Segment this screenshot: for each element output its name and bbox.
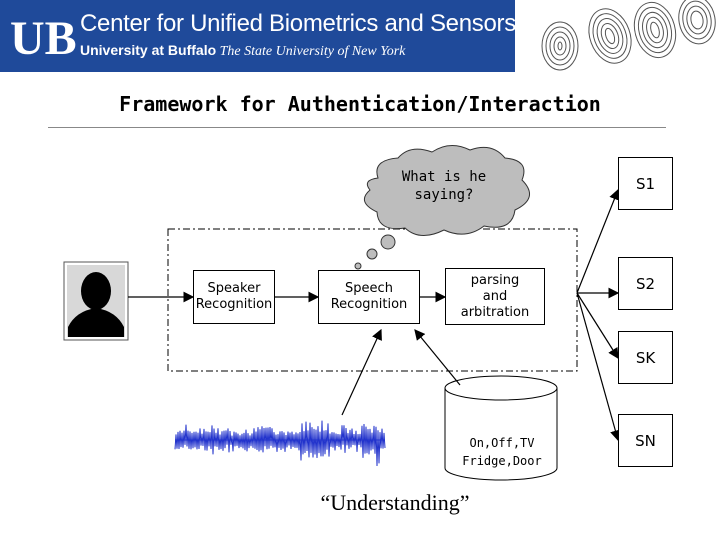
understanding-caption: “Understanding” (320, 490, 470, 515)
page-title: Framework for Authentication/Interaction (119, 92, 601, 116)
university-line: University at Buffalo The State Universi… (80, 42, 405, 60)
fingerprint-1 (541, 21, 579, 71)
thought-cloud-icon (354, 145, 530, 270)
title-divider (48, 127, 666, 128)
arrow-database-to-speech (414, 329, 461, 386)
audio-waveform (174, 420, 386, 467)
arrow-parsing-to-s1 (576, 188, 620, 294)
banner-background (0, 0, 515, 72)
university-name: University at Buffalo (80, 42, 217, 58)
database-label: On,Off,TV Fridge,Door (462, 436, 542, 468)
arrow-parsing-to-sk (576, 292, 619, 360)
thought-text: What is he saying? (401, 169, 487, 203)
person-silhouette (63, 261, 129, 341)
speech-recognition-box: Speech Recognition (318, 270, 420, 324)
database-cylinder-icon (444, 375, 558, 481)
fingerprint-4 (678, 0, 716, 45)
fingerprint-2 (588, 8, 632, 64)
header-banner: UB Center for Unified Biometrics and Sen… (0, 0, 720, 72)
system-boundary (167, 228, 578, 372)
output-sn: SN (618, 414, 673, 467)
arrow-waveform-to-speech (341, 328, 382, 416)
arrow-parsing-to-sn (576, 292, 621, 442)
ub-logo: UB (10, 12, 77, 65)
fingerprint-images (541, 0, 716, 71)
parsing-arbitration-box: parsing and arbitration (445, 268, 545, 325)
university-description: The State University of New York (219, 44, 406, 59)
center-name: Center for Unified Biometrics and Sensor… (80, 10, 516, 37)
svg-text:UB: UB (10, 12, 77, 65)
output-sk: SK (618, 331, 673, 384)
output-s2: S2 (618, 257, 673, 310)
output-s1: S1 (618, 157, 673, 210)
speaker-recognition-box: Speaker Recognition (193, 270, 275, 324)
fingerprint-3 (633, 1, 677, 59)
